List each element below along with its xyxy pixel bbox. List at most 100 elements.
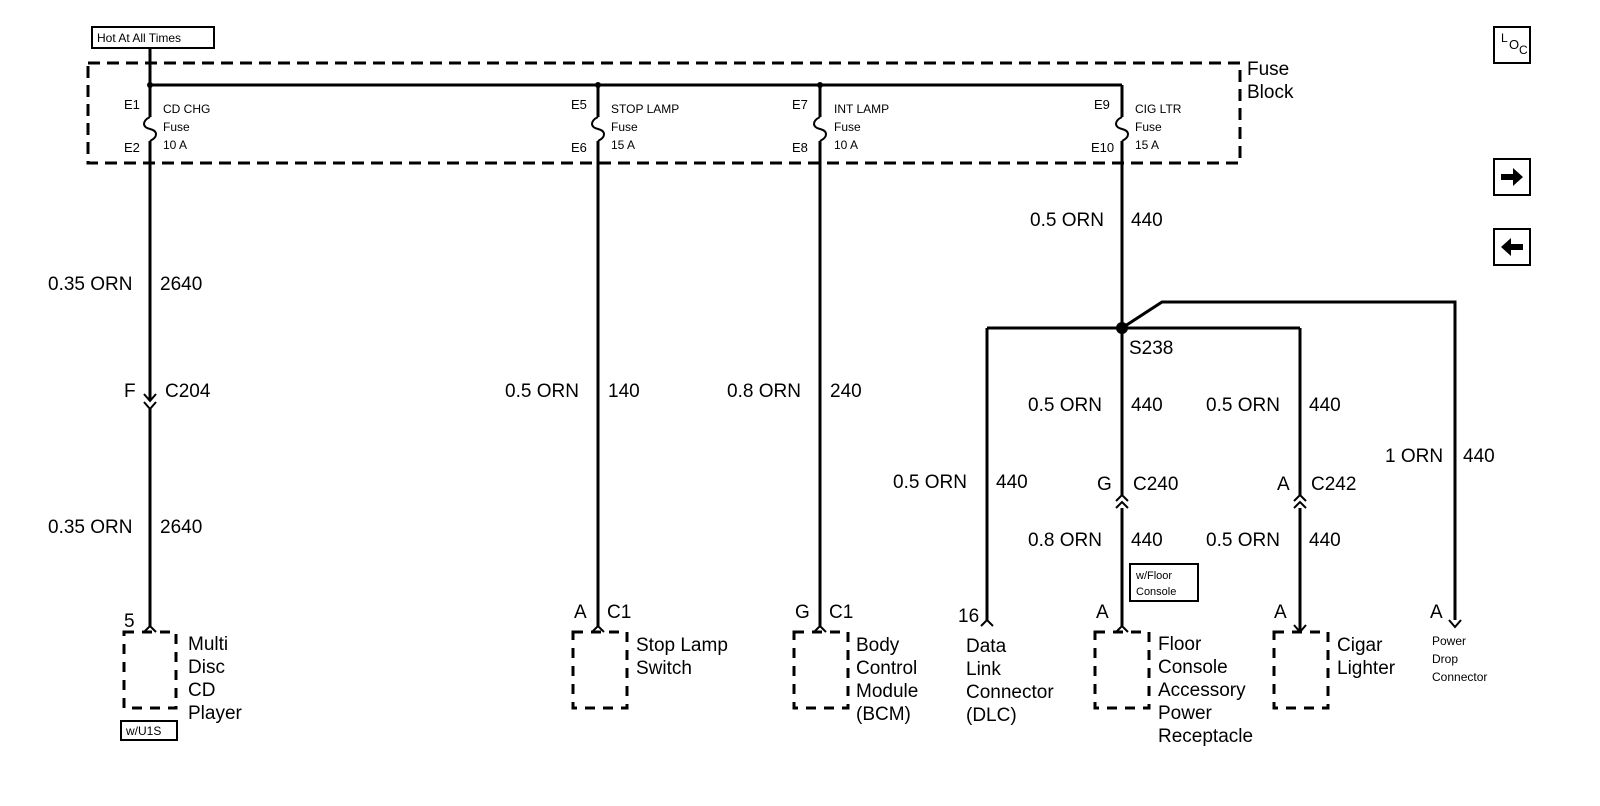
component-label: Cigar	[1337, 635, 1383, 656]
wire-circuit: 240	[830, 381, 862, 402]
next-page-button[interactable]	[1493, 158, 1531, 196]
fuse-in-pin: E7	[792, 97, 808, 112]
component-label: Switch	[636, 658, 692, 679]
component-box-floor-console	[1093, 630, 1151, 710]
component-label: Link	[966, 659, 1001, 680]
component-box-bcm	[792, 630, 850, 710]
wire-gauge: 0.8 ORN	[727, 381, 801, 402]
component-pin: A	[1096, 602, 1109, 623]
component-label: Connector	[966, 682, 1054, 703]
location-icon-l: L	[1501, 31, 1508, 45]
component-box-cd-player	[122, 630, 178, 710]
fuse-symbol	[143, 116, 157, 142]
wire-circuit: 440	[1131, 395, 1163, 416]
wire-gauge: 0.35 ORN	[48, 274, 132, 295]
wire-circuit: 440	[1131, 210, 1163, 231]
fuse-rating: 15 A	[611, 138, 635, 152]
fuse-in-pin: E5	[571, 97, 587, 112]
fuse-out-pin: E10	[1091, 140, 1114, 155]
wire-circuit: 440	[996, 472, 1028, 493]
component-box-cigar-lighter	[1272, 630, 1330, 710]
fuse-rating: 10 A	[834, 138, 858, 152]
fuse-out-pin: E2	[124, 140, 140, 155]
component-pin: A	[574, 602, 587, 623]
wire-circuit: 440	[1309, 395, 1341, 416]
component-conn: C1	[829, 602, 853, 623]
component-label: Power	[1432, 634, 1466, 648]
component-label: CD	[188, 680, 215, 701]
wire-gauge: 0.5 ORN	[1206, 395, 1280, 416]
connector-pin: F	[124, 381, 136, 402]
wire-circuit: 140	[608, 381, 640, 402]
left-arrow-icon	[1501, 238, 1523, 256]
location-icon-c: C	[1519, 43, 1528, 57]
wire-circuit: 2640	[160, 274, 202, 295]
terminal-symbol	[143, 624, 157, 633]
component-label: Drop	[1432, 652, 1458, 666]
connector-pin: G	[1097, 474, 1112, 495]
fuse-in-pin: E9	[1094, 97, 1110, 112]
component-label: Player	[188, 703, 243, 724]
wire-circuit: 440	[1309, 530, 1341, 551]
component-pin: A	[1274, 602, 1287, 623]
fuse-symbol	[1115, 116, 1129, 142]
component-label: (BCM)	[856, 704, 911, 725]
wire-gauge: 0.5 ORN	[1206, 530, 1280, 551]
option-label: w/U1S	[125, 724, 161, 738]
wire-gauge: 0.5 ORN	[1030, 210, 1104, 231]
fuse-block-label-2: Block	[1247, 82, 1294, 103]
component-label: Connector	[1432, 670, 1487, 684]
location-button[interactable]: L O C	[1493, 26, 1531, 64]
component-label: Multi	[188, 634, 228, 655]
fuse-block-label-1: Fuse	[1247, 59, 1289, 80]
location-icon-o: O	[1509, 37, 1520, 52]
wire-gauge: 0.35 ORN	[48, 517, 132, 538]
wire-circuit: 2640	[160, 517, 202, 538]
wire-gauge: 1 ORN	[1385, 446, 1443, 467]
component-pin: 16	[958, 606, 979, 627]
fuse-name: STOP LAMP	[611, 102, 679, 116]
component-pin: A	[1430, 602, 1443, 623]
component-label: Module	[856, 681, 918, 702]
right-arrow-icon	[1501, 168, 1523, 186]
terminal-symbol	[813, 624, 827, 633]
option-label: w/Floor	[1135, 570, 1172, 582]
fuse-name: INT LAMP	[834, 102, 889, 116]
component-box-stop-switch	[571, 630, 629, 710]
component-pin: G	[795, 602, 810, 623]
terminal-symbol	[591, 624, 605, 633]
fuse-rating: 15 A	[1135, 138, 1159, 152]
fuse-name: CIG LTR	[1135, 102, 1182, 116]
component-label: Lighter	[1337, 658, 1396, 679]
terminal-symbol	[1115, 624, 1129, 633]
option-box	[1129, 563, 1199, 602]
connector-name: C242	[1311, 474, 1356, 495]
previous-page-button[interactable]	[1493, 228, 1531, 266]
fuse-rating: 10 A	[163, 138, 187, 152]
fuse-word: Fuse	[1135, 120, 1162, 134]
wire-circuit: 440	[1131, 530, 1163, 551]
fuse-out-pin: E6	[571, 140, 587, 155]
location-icon: L O C	[1495, 28, 1529, 62]
connector-c240-symbol	[1115, 493, 1129, 509]
fuse-word: Fuse	[834, 120, 861, 134]
wire-gauge: 0.5 ORN	[1028, 395, 1102, 416]
wire-gauge: 0.5 ORN	[893, 472, 967, 493]
supply-label-box	[91, 26, 215, 49]
fuse-block-outline	[86, 61, 1242, 165]
branch-power-drop	[1121, 300, 1457, 620]
component-pin: 5	[124, 611, 135, 632]
fuse-out-pin: E8	[792, 140, 808, 155]
wire-gauge: 0.5 ORN	[505, 381, 579, 402]
splice-label: S238	[1129, 338, 1173, 359]
connector-name: C240	[1133, 474, 1178, 495]
component-label: Disc	[188, 657, 225, 678]
supply-label: Hot At All Times	[97, 31, 181, 45]
terminal-symbol	[980, 618, 994, 627]
fuse-symbol	[591, 116, 605, 142]
component-label: Data	[966, 636, 1007, 657]
component-label: Receptacle	[1158, 726, 1253, 747]
fuse-symbol	[813, 116, 827, 142]
component-label: Control	[856, 658, 917, 679]
